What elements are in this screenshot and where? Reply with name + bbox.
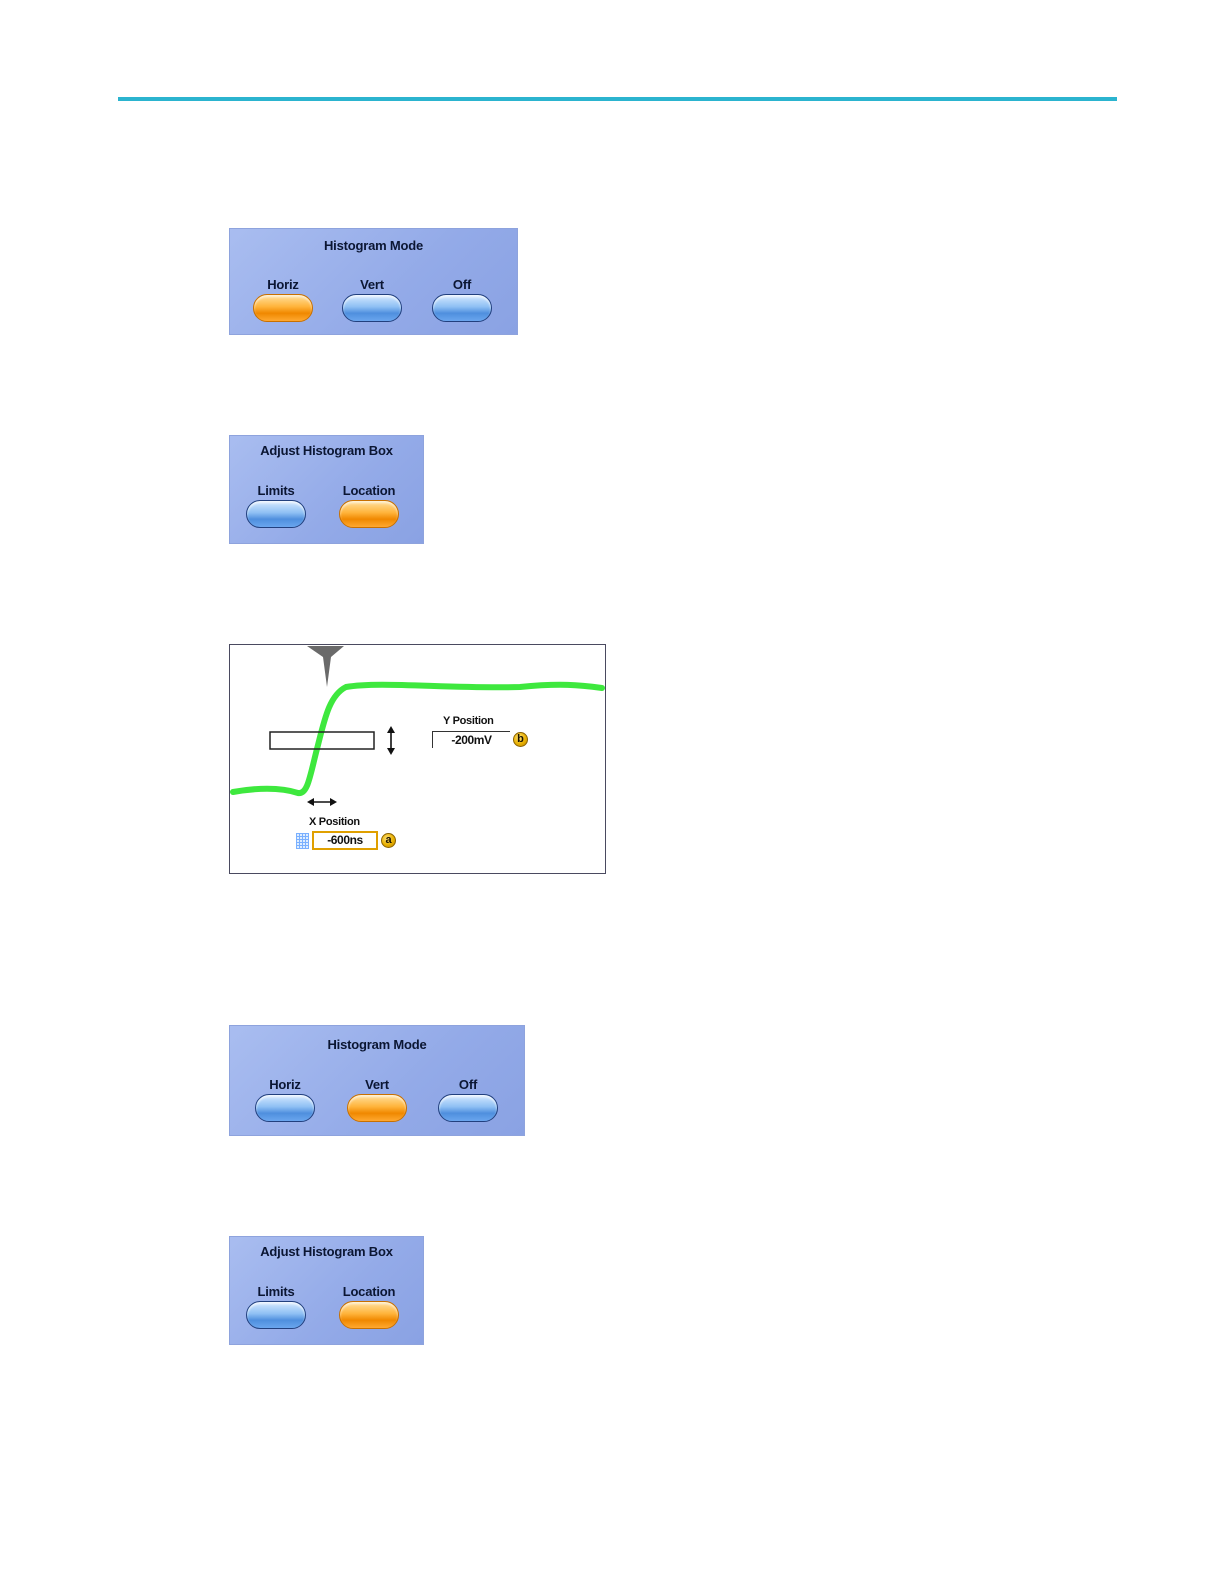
adjust-histogram-box-panel: Adjust Histogram Box Limits Location bbox=[229, 1236, 424, 1345]
limits-label: Limits bbox=[244, 483, 308, 499]
vert-label: Vert bbox=[345, 1077, 409, 1093]
off-label: Off bbox=[430, 277, 494, 293]
location-label: Location bbox=[337, 1284, 401, 1300]
off-label: Off bbox=[436, 1077, 500, 1093]
panel-title: Adjust Histogram Box bbox=[230, 443, 423, 458]
adjust-histogram-box-panel: Adjust Histogram Box Limits Location bbox=[229, 435, 424, 544]
horiz-button[interactable] bbox=[255, 1094, 315, 1122]
vertical-arrow-icon bbox=[387, 726, 395, 755]
off-button-group: Off bbox=[436, 1077, 500, 1122]
location-button-group: Location bbox=[337, 1284, 401, 1329]
limits-button-group: Limits bbox=[244, 1284, 308, 1329]
limits-button[interactable] bbox=[246, 500, 306, 528]
horiz-button[interactable] bbox=[253, 294, 313, 322]
horiz-button-group: Horiz bbox=[253, 1077, 317, 1122]
location-button[interactable] bbox=[339, 500, 399, 528]
keypad-icon[interactable] bbox=[296, 833, 309, 849]
y-position-label: Y Position bbox=[443, 715, 494, 727]
off-button[interactable] bbox=[432, 294, 492, 322]
off-button[interactable] bbox=[438, 1094, 498, 1122]
limits-button[interactable] bbox=[246, 1301, 306, 1329]
waveform-display: Y Position -200mV b X Position -600ns a bbox=[229, 644, 606, 874]
vert-button-group: Vert bbox=[340, 277, 404, 322]
location-label: Location bbox=[337, 483, 401, 499]
header-rule bbox=[118, 97, 1117, 101]
panel-title: Histogram Mode bbox=[230, 1037, 524, 1052]
panel-title: Histogram Mode bbox=[230, 238, 517, 253]
off-button-group: Off bbox=[430, 277, 494, 322]
x-position-label: X Position bbox=[309, 816, 360, 828]
location-button-group: Location bbox=[337, 483, 401, 528]
horiz-label: Horiz bbox=[251, 277, 315, 293]
histogram-mode-panel: Histogram Mode Horiz Vert Off bbox=[229, 228, 518, 335]
trigger-marker-icon bbox=[307, 646, 344, 687]
waveform-trace bbox=[233, 685, 602, 793]
limits-button-group: Limits bbox=[244, 483, 308, 528]
waveform-graphic bbox=[230, 645, 606, 874]
location-button[interactable] bbox=[339, 1301, 399, 1329]
knob-b-icon: b bbox=[513, 732, 528, 747]
vert-button[interactable] bbox=[347, 1094, 407, 1122]
horiz-label: Horiz bbox=[253, 1077, 317, 1093]
vert-label: Vert bbox=[340, 277, 404, 293]
vert-button-group: Vert bbox=[345, 1077, 409, 1122]
horiz-button-group: Horiz bbox=[251, 277, 315, 322]
horizontal-arrow-icon bbox=[307, 798, 337, 806]
knob-a-icon: a bbox=[381, 833, 396, 848]
histogram-mode-panel: Histogram Mode Horiz Vert Off bbox=[229, 1025, 525, 1136]
vert-button[interactable] bbox=[342, 294, 402, 322]
limits-label: Limits bbox=[244, 1284, 308, 1300]
x-position-readout[interactable]: -600ns bbox=[312, 831, 378, 850]
panel-title: Adjust Histogram Box bbox=[230, 1244, 423, 1259]
y-position-readout[interactable]: -200mV bbox=[432, 731, 510, 748]
